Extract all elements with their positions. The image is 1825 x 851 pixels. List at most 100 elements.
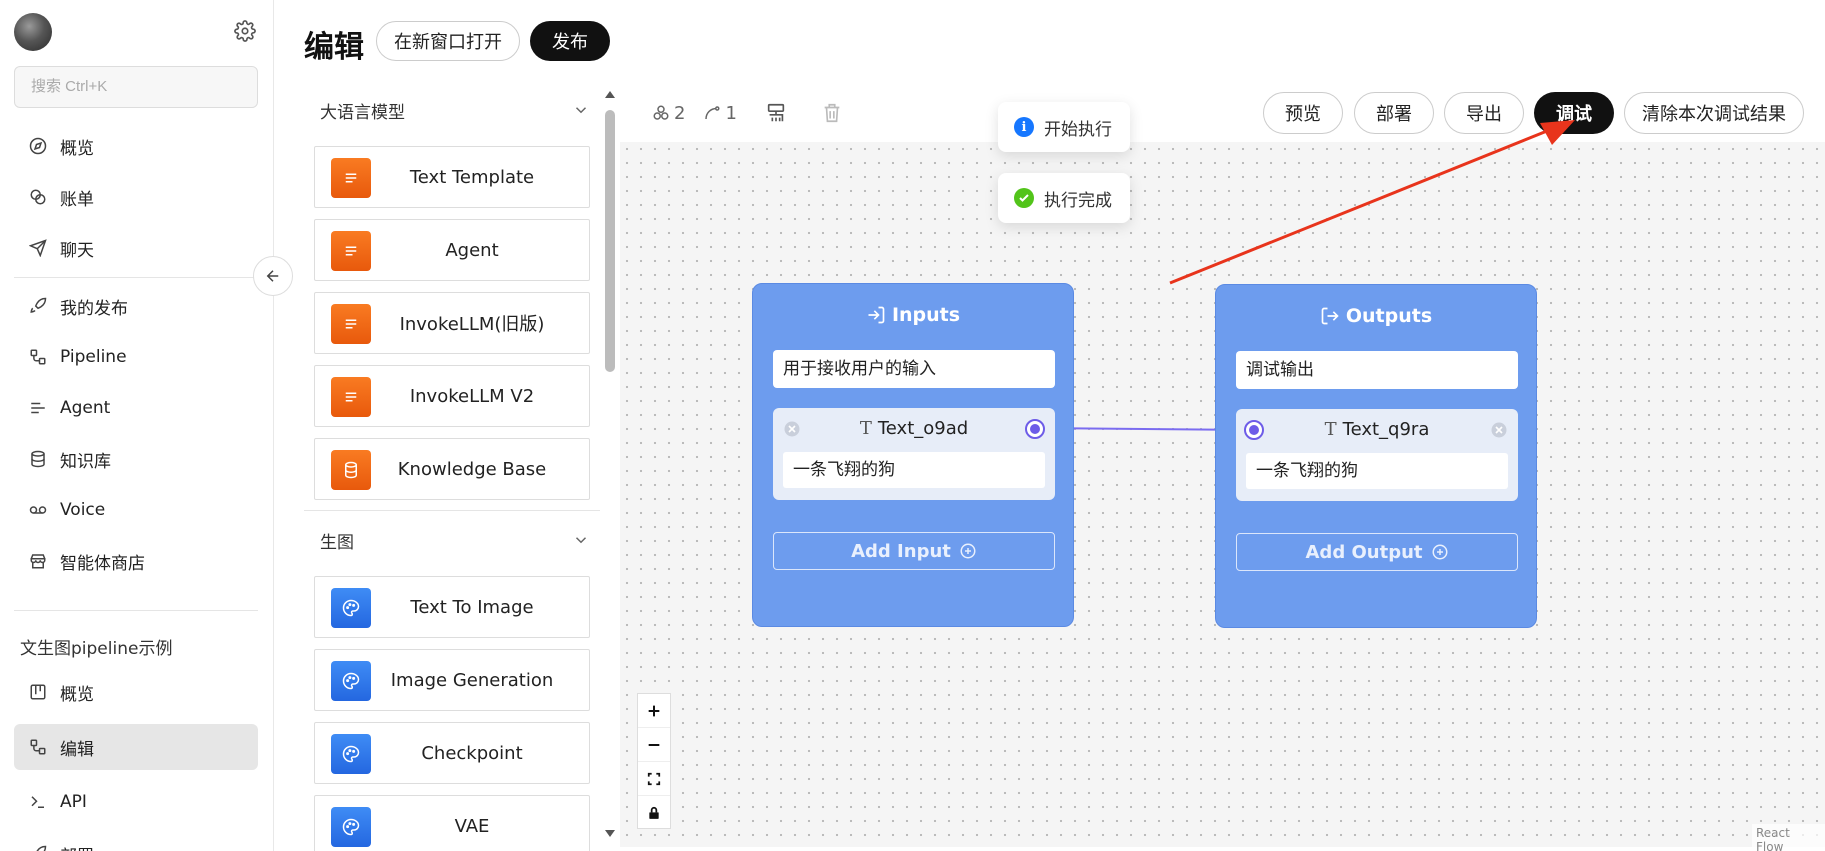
sidebar-item-label: Pipeline — [60, 347, 127, 367]
sidebar-item-label: API — [60, 792, 87, 812]
sidebar-item-voice[interactable]: Voice — [14, 488, 258, 532]
chevron-down-icon — [575, 107, 587, 114]
node-card[interactable]: InvokeLLM(旧版) — [314, 292, 590, 354]
publish-button[interactable]: 发布 — [530, 21, 610, 61]
output-icon — [1321, 307, 1339, 325]
coins-icon — [28, 187, 48, 207]
sidebar-item-chat[interactable]: 聊天 — [14, 226, 258, 270]
terminal-icon — [28, 792, 48, 812]
input-field: T Text_o9ad 一条飞翔的狗 — [773, 408, 1055, 500]
node-card[interactable]: Knowledge Base — [314, 438, 590, 500]
store-icon — [28, 551, 48, 571]
node-title: Outputs — [1216, 305, 1536, 327]
sidebar-item-api[interactable]: API — [14, 780, 258, 824]
node-description-input[interactable]: 用于接收用户的输入 — [773, 350, 1055, 388]
node-card[interactable]: Text To Image — [314, 576, 590, 638]
debug-button[interactable]: 调试 — [1534, 92, 1614, 134]
node-card[interactable]: Text Template — [314, 146, 590, 208]
node-card[interactable]: Agent — [314, 219, 590, 281]
check-circle-icon — [1014, 188, 1034, 208]
sidebar-item-label: 概览 — [60, 684, 94, 705]
database-icon — [28, 449, 48, 469]
node-card-label: Checkpoint — [421, 742, 523, 764]
rocket-icon — [28, 844, 48, 851]
gear-icon[interactable] — [234, 20, 256, 42]
avatar[interactable] — [14, 13, 52, 51]
group-header-image[interactable]: 生图 — [320, 520, 590, 560]
text-lines-icon — [331, 231, 371, 271]
sidebar: 搜索 Ctrl+K 概览 账单 聊天 我的发布 Pipeline Agent 知… — [0, 0, 274, 851]
react-flow-attribution[interactable]: React Flow — [1752, 824, 1825, 851]
text-lines-icon — [331, 304, 371, 344]
clear-debug-button[interactable]: 清除本次调试结果 — [1624, 92, 1804, 134]
sidebar-item-label: 概览 — [60, 138, 94, 159]
lock-button[interactable] — [638, 796, 670, 830]
group-header-llm[interactable]: 大语言模型 — [320, 90, 590, 130]
send-icon — [28, 238, 48, 258]
sidebar-item-store[interactable]: 智能体商店 — [14, 539, 258, 583]
nodes-icon — [653, 105, 669, 120]
text-type-icon: T — [1324, 419, 1337, 440]
palette-icon — [331, 807, 371, 847]
sidebar-item-deploy[interactable]: 部署 — [14, 832, 258, 851]
node-card[interactable]: Checkpoint — [314, 722, 590, 784]
divider — [14, 277, 258, 278]
node-card[interactable]: VAE — [314, 795, 590, 851]
node-card-label: VAE — [454, 815, 490, 837]
remove-field-icon[interactable] — [783, 420, 801, 438]
node-card-label: Image Generation — [390, 669, 554, 691]
inputs-node[interactable]: Inputs 用于接收用户的输入 T Text_o9ad 一条飞翔的狗 Add … — [752, 283, 1074, 627]
search-input[interactable]: 搜索 Ctrl+K — [14, 66, 258, 108]
project-label: 文生图pipeline示例 — [20, 639, 173, 659]
add-input-button[interactable]: Add Input — [773, 532, 1055, 570]
sidebar-item-my-publish[interactable]: 我的发布 — [14, 284, 258, 328]
broom-icon[interactable] — [765, 102, 787, 124]
zoom-in-button[interactable] — [638, 694, 670, 728]
panel-scrollbar[interactable] — [603, 88, 617, 840]
input-handle[interactable] — [1244, 420, 1264, 440]
output-handle[interactable] — [1025, 419, 1045, 439]
node-card[interactable]: InvokeLLM V2 — [314, 365, 590, 427]
field-name-text: Text_o9ad — [877, 418, 969, 439]
sidebar-item-billing[interactable]: 账单 — [14, 175, 258, 219]
fit-view-button[interactable] — [638, 762, 670, 796]
text-lines-icon — [331, 158, 371, 198]
collapse-sidebar-button[interactable] — [253, 256, 293, 296]
sidebar-item-knowledge[interactable]: 知识库 — [14, 437, 258, 481]
sidebar-item-edit[interactable]: 编辑 — [14, 724, 258, 770]
zoom-out-button[interactable] — [638, 728, 670, 762]
sidebar-item-label: 账单 — [60, 189, 94, 210]
outputs-node[interactable]: Outputs 调试输出 T Text_q9ra 一条飞翔的狗 Add Outp… — [1215, 284, 1537, 628]
node-card-label: InvokeLLM(旧版) — [399, 314, 545, 335]
node-card-label: Text To Image — [410, 596, 534, 618]
text-type-icon: T — [859, 418, 872, 439]
sidebar-item-project-overview[interactable]: 概览 — [14, 670, 258, 714]
sidebar-item-pipeline[interactable]: Pipeline — [14, 335, 258, 379]
sidebar-item-agent[interactable]: Agent — [14, 386, 258, 430]
export-button[interactable]: 导出 — [1444, 92, 1524, 134]
scrollbar-thumb[interactable] — [605, 110, 615, 372]
sidebar-item-label: Agent — [60, 398, 111, 418]
edge-count: 1 — [703, 103, 737, 124]
sidebar-item-label: 编辑 — [60, 739, 94, 760]
open-new-window-button[interactable]: 在新窗口打开 — [376, 21, 520, 61]
field-value-input[interactable]: 一条飞翔的狗 — [783, 452, 1045, 488]
add-output-button[interactable]: Add Output — [1236, 533, 1518, 571]
remove-field-icon[interactable] — [1490, 421, 1508, 439]
deploy-button[interactable]: 部署 — [1354, 92, 1434, 134]
pipeline-icon — [28, 347, 48, 367]
field-name: T Text_o9ad — [773, 418, 1055, 439]
group-title: 大语言模型 — [320, 102, 405, 123]
preview-button[interactable]: 预览 — [1263, 92, 1343, 134]
node-description-input[interactable]: 调试输出 — [1236, 351, 1518, 389]
divider — [304, 510, 600, 511]
node-card[interactable]: Image Generation — [314, 649, 590, 711]
node-title-text: Outputs — [1345, 305, 1433, 327]
lock-icon — [649, 806, 659, 819]
field-value-input[interactable]: 一条飞翔的狗 — [1246, 453, 1508, 489]
trash-icon[interactable] — [821, 102, 843, 124]
fullscreen-icon — [647, 772, 661, 785]
sidebar-item-overview[interactable]: 概览 — [14, 124, 258, 168]
input-icon — [868, 306, 885, 324]
voicemail-icon — [28, 500, 48, 520]
